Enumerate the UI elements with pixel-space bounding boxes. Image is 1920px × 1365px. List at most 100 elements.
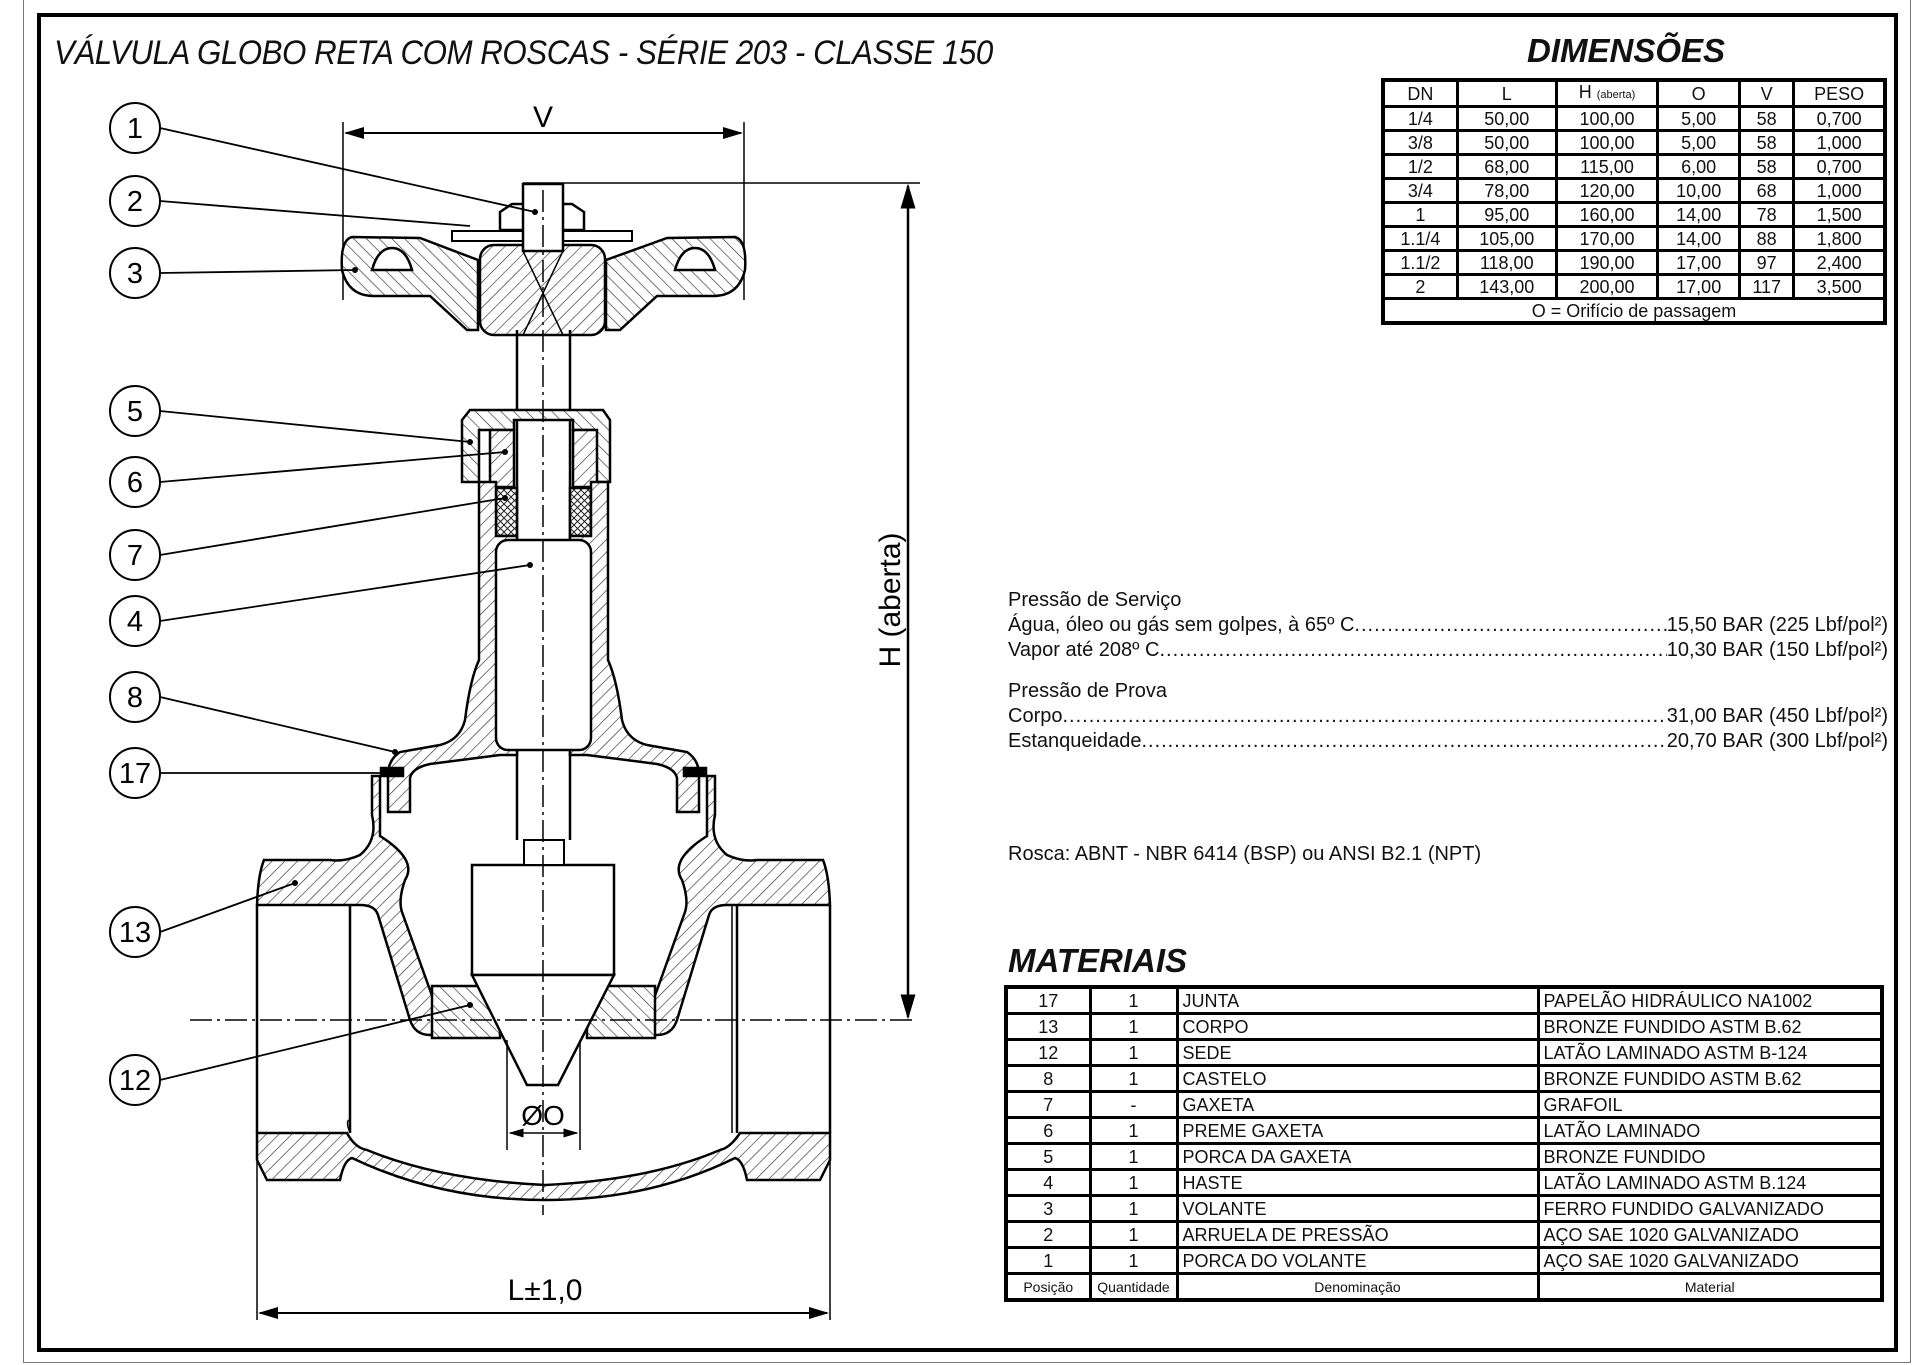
cell-denominacao: CORPO	[1175, 1012, 1540, 1041]
service-pressure-row: Água, óleo ou gás sem golpes, à 65º C 15…	[1008, 613, 1888, 638]
cell-quantidade: 1	[1088, 1064, 1179, 1093]
cell-denominacao: CASTELO	[1175, 1064, 1540, 1093]
spec-label: Água, óleo ou gás sem golpes, à 65º C	[1008, 614, 1355, 636]
cell-dn: 3/4	[1381, 177, 1459, 204]
test-pressure-title: Pressão de Prova	[1008, 680, 1167, 702]
cell-dn: 2	[1381, 273, 1459, 300]
spec-label: Vapor até 208º C	[1008, 639, 1160, 661]
cell-material: BRONZE FUNDIDO	[1536, 1142, 1884, 1171]
cell-dn: 1.1/4	[1381, 225, 1459, 252]
cell-denominacao: GAXETA	[1175, 1090, 1540, 1119]
cell-v: 58	[1738, 105, 1796, 132]
balloon-label: 6	[127, 467, 143, 499]
spec-value: 31,00 BAR (450 Lbf/pol²)	[1666, 705, 1888, 727]
cell-denominacao: PREME GAXETA	[1175, 1116, 1540, 1145]
balloon-label: 7	[127, 540, 143, 572]
cell-o: 5,00	[1656, 129, 1742, 156]
cell-quantidade: 1	[1088, 1194, 1179, 1223]
leader-dots	[1141, 729, 1666, 754]
cell-posicao: 17	[1004, 985, 1092, 1015]
cell-material: PAPELÃO HIDRÁULICO NA1002	[1536, 985, 1884, 1015]
cell-posicao: 2	[1004, 1220, 1092, 1249]
balloon-3	[109, 247, 161, 299]
header-dn: DN	[1381, 78, 1459, 108]
cell-quantidade: -	[1088, 1090, 1179, 1119]
cell-dn: 1/4	[1381, 105, 1459, 132]
cell-denominacao: HASTE	[1175, 1168, 1540, 1197]
header-v: V	[1738, 78, 1796, 108]
cell-quantidade: 1	[1088, 1220, 1179, 1249]
cell-v: 58	[1738, 129, 1796, 156]
cell-dn: 1.1/2	[1381, 249, 1459, 276]
balloon-label: 8	[127, 682, 143, 714]
cell-peso: 2,400	[1792, 249, 1887, 276]
cell-denominacao: ARRUELA DE PRESSÃO	[1175, 1220, 1540, 1249]
balloon-label: 13	[119, 917, 151, 949]
cell-dn: 1	[1381, 201, 1459, 228]
body-left-upper	[255, 774, 492, 1037]
cell-h: 115,00	[1554, 153, 1660, 180]
cell-l: 68,00	[1455, 153, 1558, 180]
cell-material: LATÃO LAMINADO ASTM B.124	[1536, 1168, 1884, 1197]
cell-quantidade: 1	[1088, 985, 1179, 1015]
cell-posicao: 12	[1004, 1038, 1092, 1067]
header-peso: PESO	[1792, 78, 1887, 108]
cell-l: 118,00	[1455, 249, 1558, 276]
cell-o: 5,00	[1656, 105, 1742, 132]
drawing-title: VÁLVULA GLOBO RETA COM ROSCAS - SÉRIE 20…	[54, 34, 993, 72]
thread-standard: Rosca: ABNT - NBR 6414 (BSP) ou ANSI B2.…	[1008, 843, 1482, 865]
dimensions-footnote-row: O = Orifício de passagem	[1381, 297, 1887, 325]
cell-dn: 1/2	[1381, 153, 1459, 180]
v-dimension-label: V	[533, 101, 553, 134]
orifice-dimension-label: ØO	[521, 1100, 565, 1131]
cell-quantidade: 1	[1088, 1012, 1179, 1041]
spec-label: Corpo	[1008, 705, 1063, 727]
sheet-outer-border	[23, 0, 1911, 1363]
cell-l: 105,00	[1455, 225, 1558, 252]
cell-l: 78,00	[1455, 177, 1558, 204]
balloon-label: 12	[119, 1065, 151, 1097]
cell-l: 95,00	[1455, 201, 1558, 228]
cell-h: 170,00	[1554, 225, 1660, 252]
gasket-right	[682, 766, 708, 778]
cell-material: FERRO FUNDIDO GALVANIZADO	[1536, 1194, 1884, 1223]
balloon-7	[109, 529, 161, 581]
balloon-label: 17	[119, 758, 151, 790]
cell-peso: 1,500	[1792, 201, 1887, 228]
header-l: L	[1455, 78, 1558, 108]
cell-posicao: 3	[1004, 1194, 1092, 1223]
header-material: Material	[1536, 1272, 1884, 1302]
cell-o: 14,00	[1656, 201, 1742, 228]
cell-o: 17,00	[1656, 249, 1742, 276]
cell-denominacao: JUNTA	[1175, 985, 1540, 1015]
dimensions-header-row: DN L H (aberta) O V PESO	[1381, 78, 1887, 108]
cell-material: GRAFOIL	[1536, 1090, 1884, 1119]
header-posicao: Posição	[1004, 1272, 1092, 1302]
handwheel-right	[604, 235, 747, 332]
header-h-sub: (aberta)	[1596, 89, 1636, 101]
cell-peso: 0,700	[1792, 153, 1887, 180]
cell-v: 58	[1738, 153, 1796, 180]
packing-gland-left	[488, 428, 516, 489]
dimensions-footnote: O = Orifício de passagem	[1381, 297, 1887, 325]
cell-h: 120,00	[1554, 177, 1660, 204]
test-pressure-row: Corpo 31,00 BAR (450 Lbf/pol²)	[1008, 704, 1888, 729]
body-right-upper	[595, 774, 832, 1037]
balloon-2	[109, 175, 161, 227]
service-pressure-title: Pressão de Serviço	[1008, 589, 1182, 611]
cell-o: 6,00	[1656, 153, 1742, 180]
cell-material: BRONZE FUNDIDO ASTM B.62	[1536, 1064, 1884, 1093]
cell-h: 200,00	[1554, 273, 1660, 300]
service-pressure-row: Vapor até 208º C 10,30 BAR (150 Lbf/pol²…	[1008, 638, 1888, 663]
